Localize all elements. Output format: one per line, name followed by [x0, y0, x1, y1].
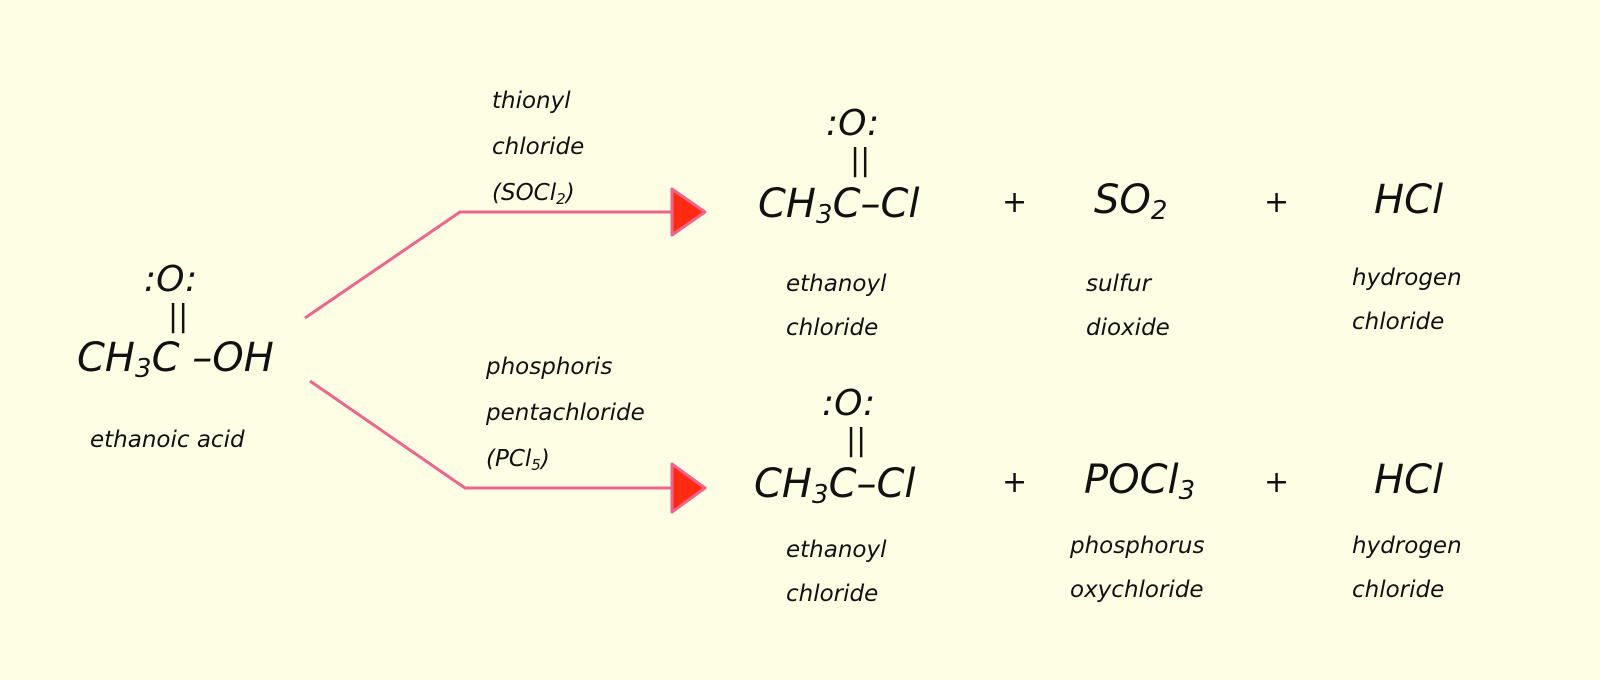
carbonyl-oxygen: :O: — [826, 103, 880, 144]
reagent-phosphorus-pentachloride: phosphoris pentachloride (PCl5) — [486, 344, 645, 488]
product-name: hydrogen chloride — [1352, 265, 1462, 335]
product-name: sulfur dioxide — [1086, 271, 1170, 341]
plus-sign: + — [1264, 185, 1290, 220]
product-name: hydrogen chloride — [1352, 533, 1462, 603]
reactant-formula: CH3C –OH — [77, 335, 274, 384]
reagent-formula: (PCl5) — [486, 446, 550, 474]
product-name: ethanoyl chloride — [786, 537, 887, 607]
carbonyl-oxygen: :O: — [822, 383, 876, 424]
product-formula: HCl — [1374, 457, 1444, 503]
reactant-name: ethanoic acid — [90, 427, 245, 453]
product-formula: POCl3 — [1084, 457, 1196, 506]
product-formula: CH3C–Cl — [754, 461, 916, 510]
arrow-top — [304, 187, 707, 320]
plus-sign: + — [1002, 465, 1028, 500]
product-formula: HCl — [1374, 177, 1444, 223]
reagent-thionyl-chloride: thionyl chloride (SOCl2) — [492, 78, 584, 222]
product-formula: SO2 — [1094, 177, 1168, 226]
double-bond: || — [846, 423, 867, 458]
arrow-bottom — [309, 379, 707, 514]
double-bond: || — [168, 299, 189, 334]
plus-sign: + — [1264, 465, 1290, 500]
double-bond: || — [850, 143, 871, 178]
product-name: phosphorus oxychloride — [1070, 533, 1205, 603]
carbonyl-oxygen: :O: — [144, 259, 198, 300]
plus-sign: + — [1002, 185, 1028, 220]
product-formula: CH3C–Cl — [758, 181, 920, 230]
reagent-formula: (SOCl2) — [492, 180, 575, 208]
product-name: ethanoyl chloride — [786, 271, 887, 341]
